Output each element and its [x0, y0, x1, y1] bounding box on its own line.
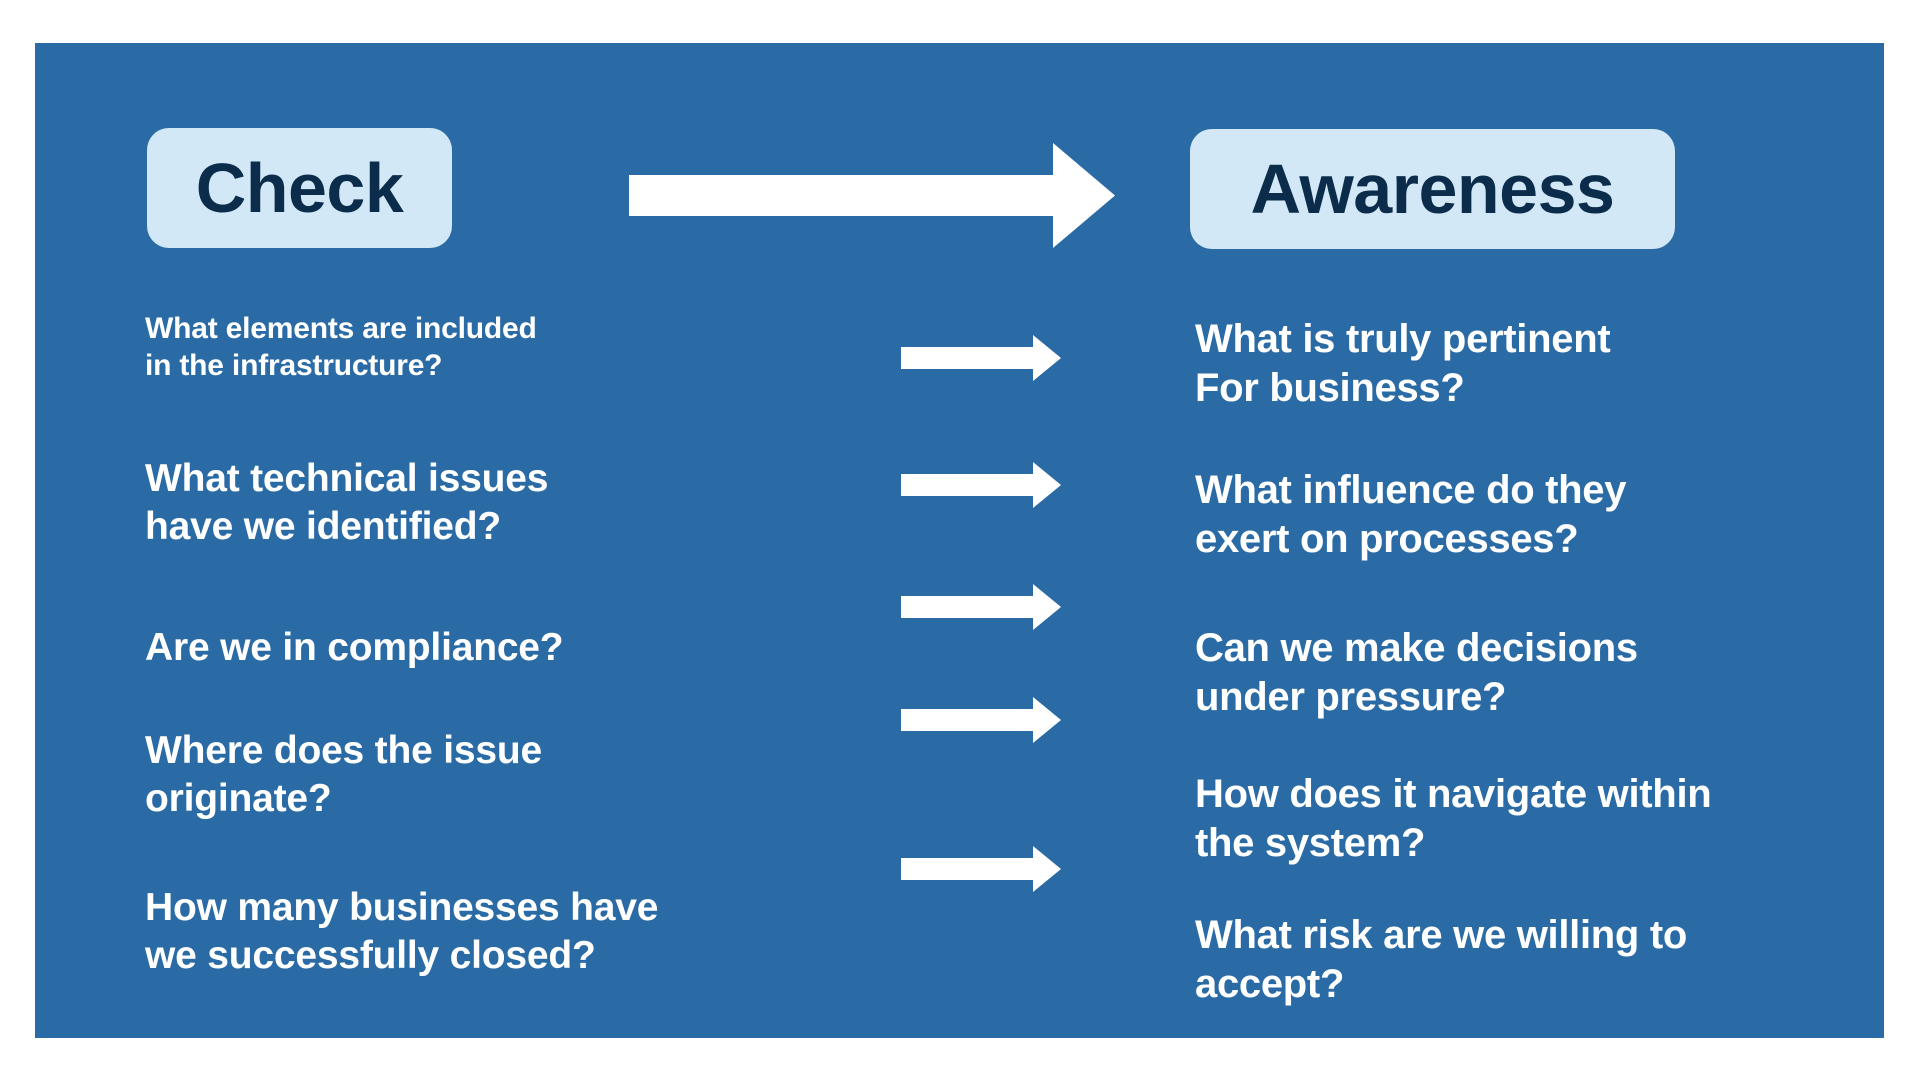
list-item: What risk are we willing to accept?	[1195, 913, 1687, 1006]
list-item: Are we in compliance?	[145, 626, 564, 669]
right-arrow-icon	[901, 584, 1061, 630]
list-item: How does it navigate within the system?	[1195, 772, 1712, 865]
list-item: What technical issues have we identified…	[145, 457, 549, 548]
content-panel: Check Awareness What elements are includ…	[35, 43, 1884, 1038]
right-arrow-icon	[901, 697, 1061, 743]
list-item: What elements are included in the infras…	[145, 312, 537, 382]
right-arrow-icon	[901, 846, 1061, 892]
list-item: Where does the issue originate?	[145, 729, 542, 820]
list-item: How many businesses have we successfully…	[145, 886, 659, 977]
list-item: What is truly pertinent For business?	[1195, 317, 1611, 410]
awareness-stage-badge[interactable]: Awareness	[1190, 129, 1675, 249]
check-stage-label: Check	[195, 149, 404, 227]
list-item: Can we make decisions under pressure?	[1195, 626, 1638, 719]
right-arrow-icon	[901, 335, 1061, 381]
right-arrow-icon	[629, 143, 1115, 248]
awareness-stage-label: Awareness	[1250, 150, 1615, 228]
check-stage-badge[interactable]: Check	[147, 128, 452, 248]
right-arrow-icon	[901, 462, 1061, 508]
list-item: What influence do they exert on processe…	[1195, 468, 1627, 561]
